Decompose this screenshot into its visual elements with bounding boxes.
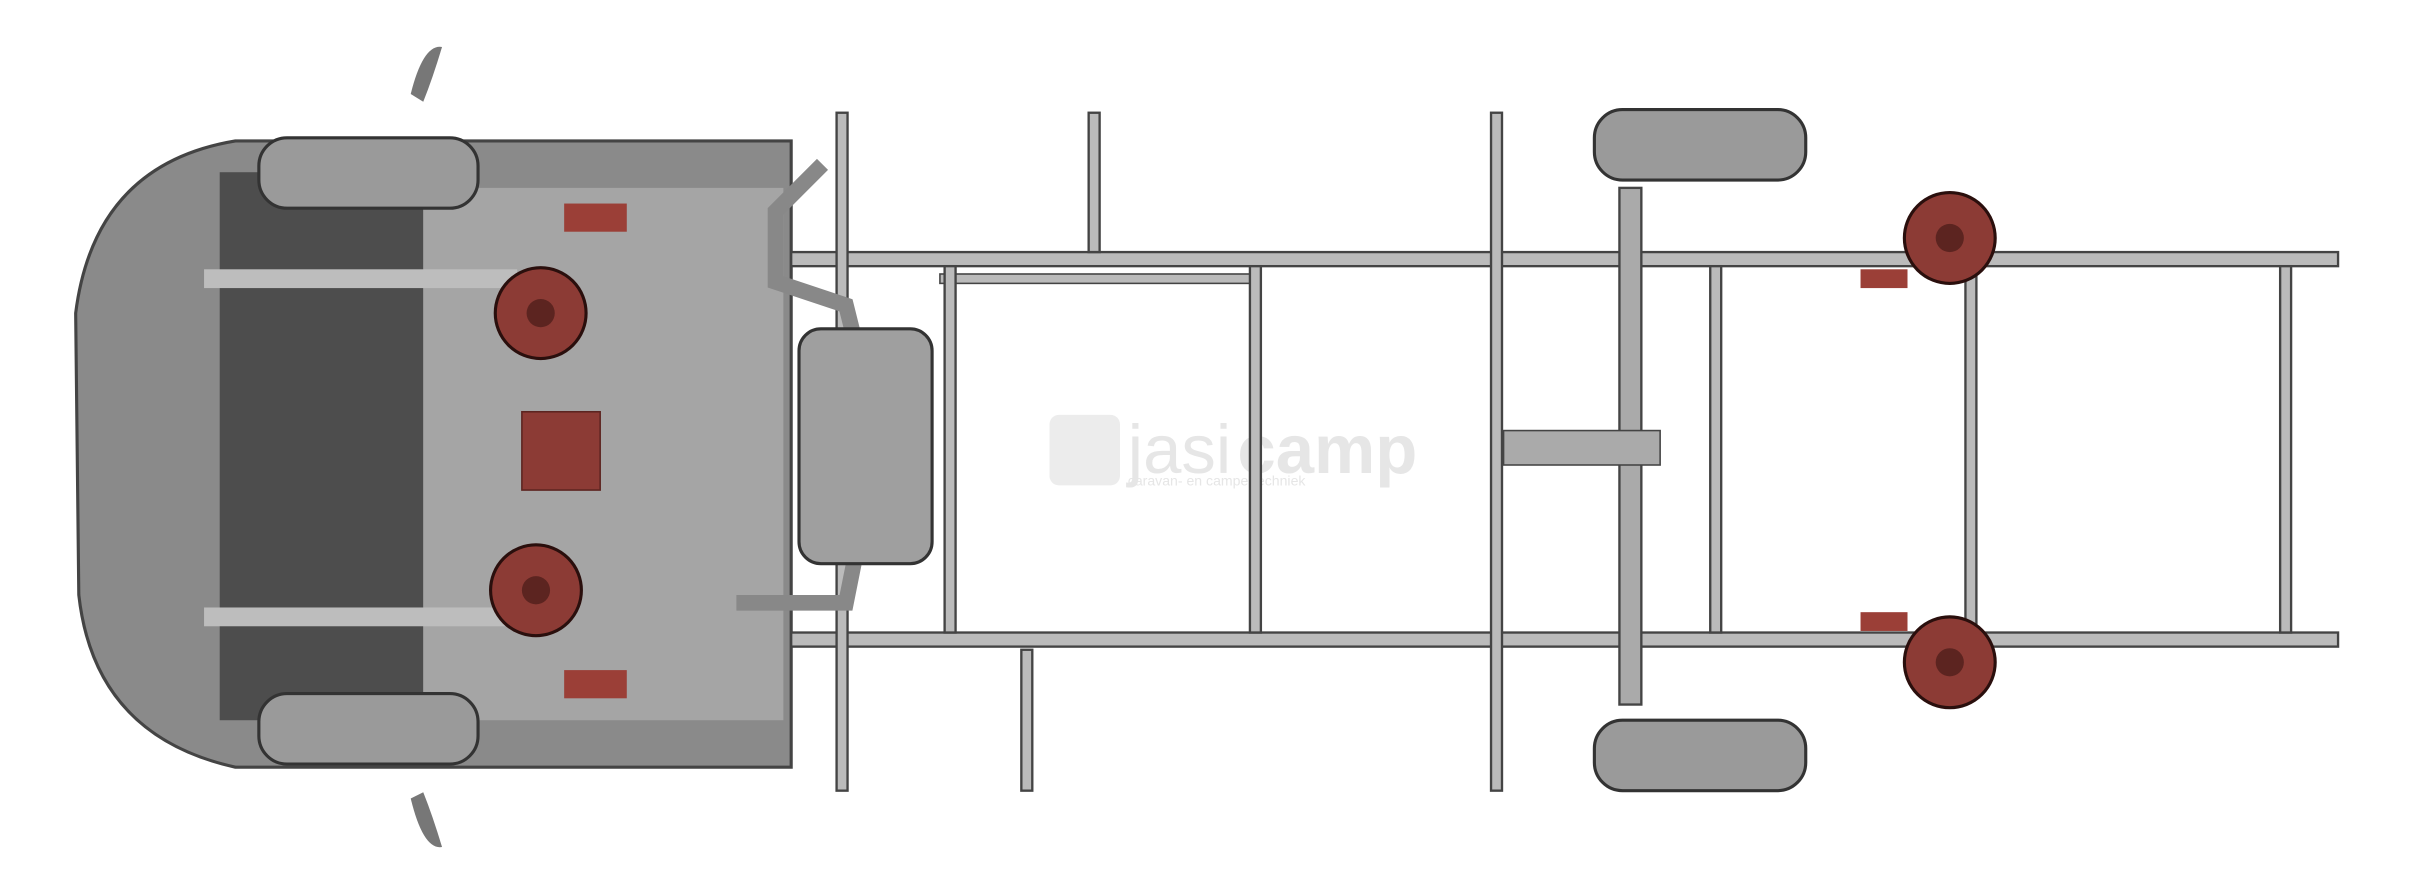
- watermark-brand-1: jasi: [1126, 411, 1231, 488]
- frame-rail-left: [790, 250, 2340, 268]
- frame-inner-rail: [939, 273, 1262, 285]
- air-valve-left: [564, 203, 627, 232]
- cab-crossbeam-rear: [204, 607, 518, 627]
- rear-right-wheel: [1592, 718, 1808, 793]
- watermark-logo: jasi camp caravan- en campertechniek: [1049, 411, 1417, 488]
- air-valve-right: [564, 670, 627, 699]
- muffler: [797, 327, 934, 566]
- left-mirror: [410, 46, 443, 102]
- exhaust-tail: [736, 562, 862, 611]
- watermark-logo-icon: [1049, 414, 1120, 486]
- outrigger: [1020, 648, 1034, 792]
- cab-floor: [219, 172, 424, 721]
- rear-left-wheel: [1592, 108, 1808, 182]
- watermark-brand-2: camp: [1237, 411, 1417, 488]
- cross-member: [2278, 264, 2293, 634]
- rear-valve-left: [1860, 269, 1908, 289]
- exhaust-pipe: [767, 158, 862, 339]
- cab-crossbeam-front: [204, 269, 518, 289]
- outrigger: [1489, 111, 1504, 792]
- cross-member: [1248, 264, 1263, 634]
- right-mirror: [410, 792, 443, 848]
- differential: [1502, 429, 1661, 466]
- cross-members: [943, 264, 2293, 634]
- watermark-tagline: caravan- en campertechniek: [1128, 472, 1307, 488]
- frame-rail-right: [790, 631, 2340, 648]
- front-left-wheel: [257, 136, 480, 210]
- air-compressor: [521, 410, 601, 491]
- cross-member: [943, 264, 957, 634]
- cross-member: [1964, 264, 1978, 634]
- outrigger: [1087, 111, 1101, 254]
- cab-underbody: [423, 187, 784, 721]
- front-right-wheel: [257, 692, 480, 766]
- cross-member: [1709, 264, 1723, 634]
- rear-valve-right: [1860, 612, 1908, 631]
